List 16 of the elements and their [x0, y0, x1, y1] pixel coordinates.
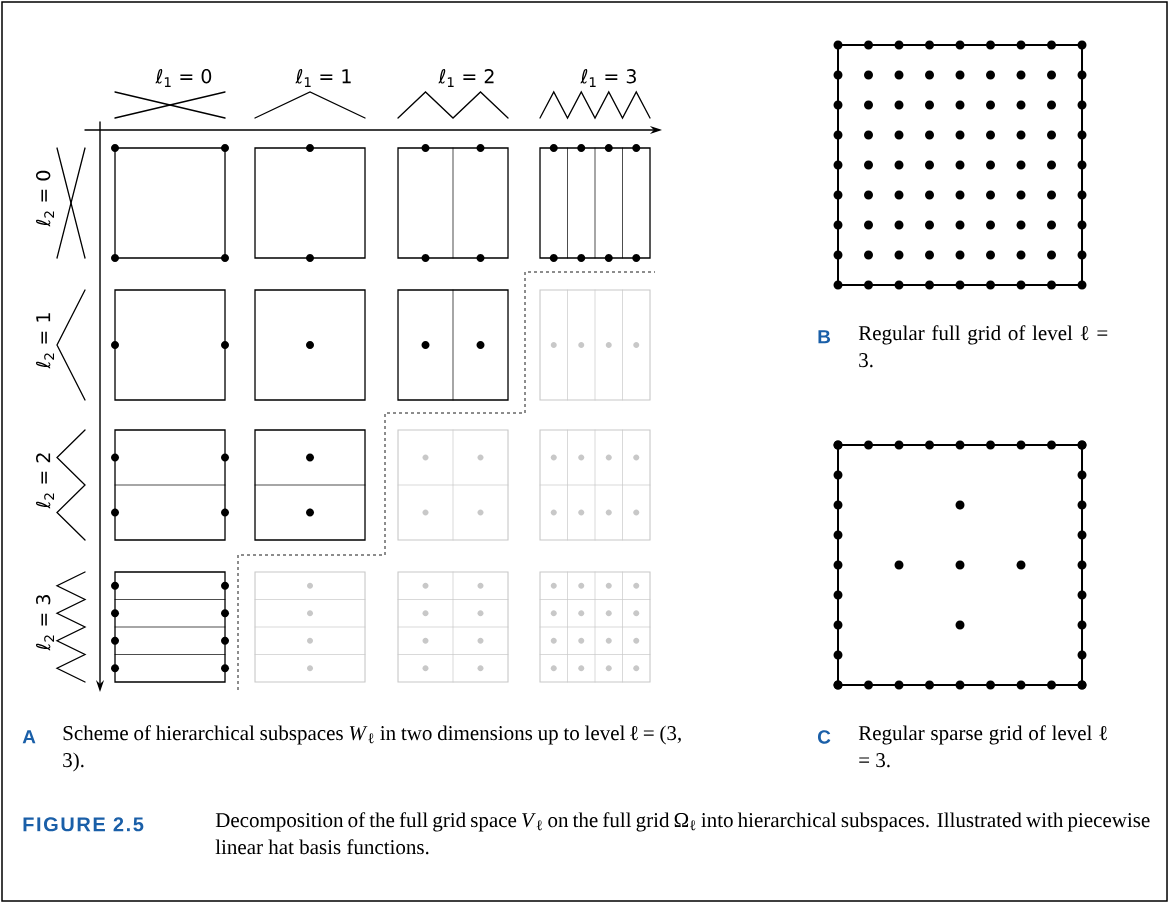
- panel-caption: Scheme of hierarchical subspaces W$_{ℓ}$ in two dimensions up to level ℓ = (3, 3).: [63, 725, 681, 772]
- level-label: ℓ$_{1}$ = 0: [155, 69, 212, 87]
- panel-letter: C: [818, 730, 831, 744]
- panel-letter: A: [22, 730, 36, 744]
- figure-label: FIGURE 2.5: [23, 817, 144, 832]
- panel-caption: Regular sparse grid of level ℓ = 3.: [858, 725, 1107, 768]
- figure-caption: Decomposition of the full grid space V$_{ℓ}$ on the full grid Ω$_{ℓ}$ into hierarchical subspaces. Illustrated with piecewise linear hat basis functions.: [215, 812, 1150, 855]
- level-label: ℓ$_{1}$ = 3: [580, 69, 636, 87]
- level-label: ℓ$_{2}$ = 0: [36, 170, 54, 227]
- level-label: ℓ$_{1}$ = 2: [438, 69, 494, 87]
- level-label: ℓ$_{2}$ = 2: [36, 453, 54, 509]
- level-label: ℓ$_{2}$ = 1: [36, 313, 54, 369]
- level-label: ℓ$_{1}$ = 1: [295, 69, 351, 87]
- panel-caption: Regular full grid of level ℓ = 3.: [858, 325, 1108, 368]
- panel-letter: B: [818, 330, 831, 344]
- level-label: ℓ$_{2}$ = 3: [36, 595, 54, 651]
